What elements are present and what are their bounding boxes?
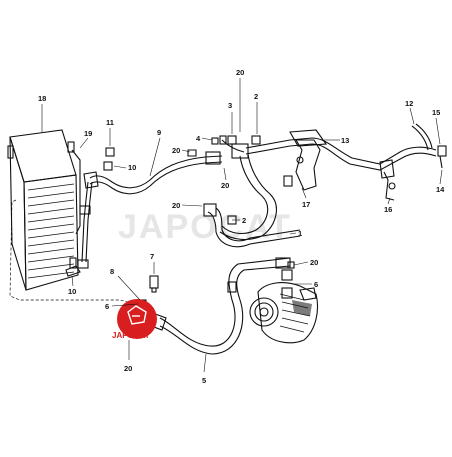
callout-6-left: 6 (105, 302, 109, 311)
fitting-12 (103, 161, 113, 171)
callout-2-mid: 2 (242, 216, 246, 225)
compressor (249, 269, 319, 344)
callout-9: 9 (157, 128, 161, 137)
switch-7 (149, 275, 159, 289)
callout-17: 17 (302, 200, 310, 209)
line-1 (203, 203, 301, 248)
line-5 (145, 257, 295, 355)
callout-12: 10 (128, 163, 136, 172)
japocat-logo: JAPOCAT (112, 299, 157, 340)
callout-labels: 20 3 2 18 11 9 20 4 13 19 15 12 10 20 20… (38, 68, 445, 385)
callout-8: 8 (110, 267, 114, 276)
condenser (7, 129, 81, 291)
callout-6-right: 6 (314, 280, 318, 289)
callout-5: 5 (202, 376, 206, 385)
callout-20-center: 20 (172, 201, 180, 210)
callout-3: 3 (228, 101, 232, 110)
callout-1: 1 (298, 229, 302, 238)
callout-18: 18 (38, 94, 46, 103)
logo-text: JAPOCAT (112, 331, 150, 340)
callout-10-mid: 20 (221, 181, 229, 190)
callout-11: 11 (106, 118, 114, 127)
callout-19: 19 (84, 129, 92, 138)
callout-20-mid-left: 20 (172, 146, 180, 155)
fitting-15 (437, 145, 447, 157)
bracket-16 (383, 171, 395, 201)
callout-15: 15 (432, 108, 440, 117)
line-19 (81, 181, 89, 263)
line-10 (219, 153, 277, 241)
line-9 (83, 151, 223, 195)
line-13 (245, 123, 437, 179)
callout-10-left: 10 (68, 287, 76, 296)
callout-7: 7 (150, 252, 154, 261)
callout-20-top: 20 (236, 68, 244, 77)
callout-20-bottom: 20 (124, 364, 132, 373)
callout-16: 16 (384, 205, 392, 214)
upper-manifold (211, 135, 261, 159)
fitting-14 (439, 155, 443, 169)
callout-14: 14 (436, 185, 445, 194)
bracket-17 (283, 139, 321, 191)
callout-2-top: 2 (254, 92, 258, 101)
fitting-11 (105, 147, 115, 157)
watermark: JAPOCAT (118, 208, 292, 246)
callout-13: 13 (341, 136, 349, 145)
callout-20-lower-right: 20 (310, 258, 318, 267)
callout-4: 4 (196, 134, 201, 143)
callout-20-right: 12 (405, 99, 413, 108)
